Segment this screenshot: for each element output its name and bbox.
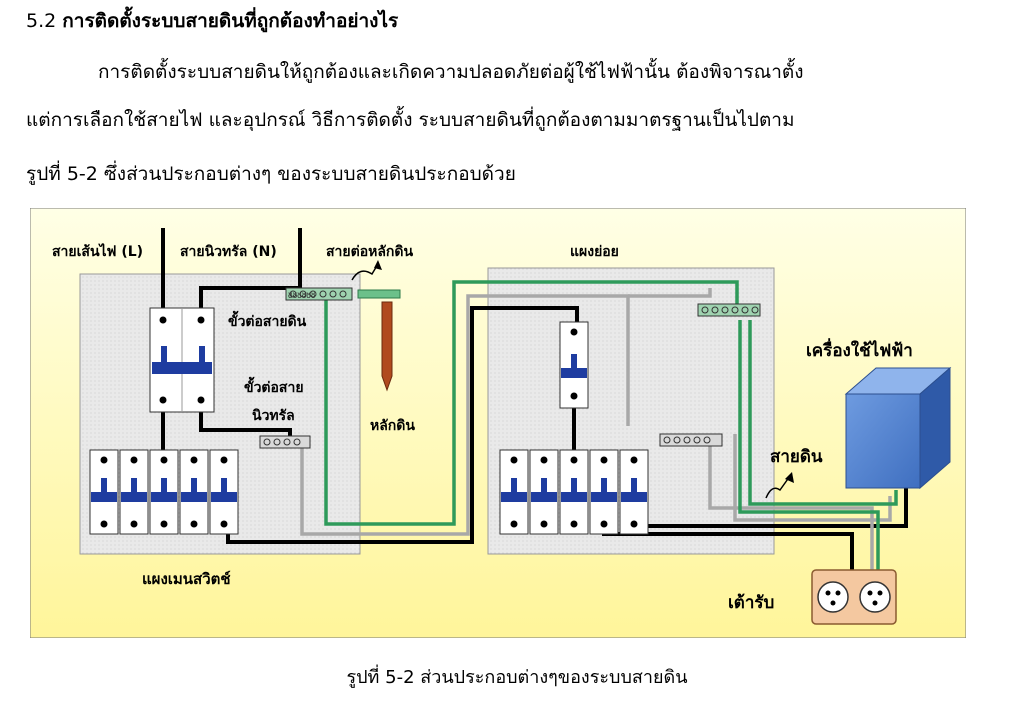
section-number: 5.2: [26, 10, 57, 32]
circuit-breaker: [499, 449, 529, 535]
ground-wire-arrow: [765, 475, 791, 499]
figure-caption: รูปที่ 5-2 ส่วนประกอบต่างๆของระบบสายดิน: [346, 667, 688, 688]
label-ground-rod-wire: สายต่อหลักดิน: [326, 244, 413, 260]
circuit-breaker: [559, 449, 589, 535]
label-sub-panel: แผงย่อย: [570, 244, 619, 260]
label-ground-wire: สายดิน: [770, 447, 823, 467]
grounding-diagram: ᴕᴕᴕᴕᴕᴕ: [29, 207, 967, 639]
neutral-wires: [300, 288, 892, 584]
circuit-breaker: [119, 449, 149, 535]
label-neutral-terminal-1: ขั้วต่อสาย: [244, 376, 304, 396]
section-heading: 5.2 การติดตั้งระบบสายดินที่ถูกต้องทำอย่า…: [26, 6, 398, 36]
label-outlet: เต้ารับ: [728, 593, 774, 613]
neutral-terminal-bar: [259, 435, 311, 449]
label-appliance: เครื่องใช้ไฟฟ้า: [806, 338, 913, 361]
circuit-breaker: [619, 449, 649, 535]
sub-neutral-terminal-bar: [659, 433, 723, 447]
appliance-box: [844, 366, 952, 490]
circuit-breaker: [209, 449, 239, 535]
circuit-breaker: [179, 449, 209, 535]
label-live-wire: สายเส้นไฟ (L): [52, 242, 143, 260]
ground-rod-shape: [381, 301, 393, 392]
main-breaker: [149, 307, 215, 413]
circuit-breaker: [589, 449, 619, 535]
label-neutral-terminal-2: นิวทรัล: [252, 408, 295, 424]
grounding-system-figure: ᴕᴕᴕᴕᴕᴕ: [29, 207, 967, 639]
section-title: การติดตั้งระบบสายดินที่ถูกต้องทำอย่างไร: [62, 10, 399, 32]
label-main-panel: แผงเมนสวิตช์: [142, 570, 231, 588]
circuit-breaker: [149, 449, 179, 535]
paragraph-line-2: แต่การเลือกใช้สายไฟ และอุปกรณ์ วิธีการติ…: [26, 109, 795, 131]
sub-ground-terminal-bar: [697, 303, 761, 317]
ground-rod-wire-arrow: [351, 263, 379, 281]
svg-text:ᴕᴕᴕᴕᴕᴕ: ᴕᴕᴕᴕᴕᴕ: [288, 290, 316, 301]
label-ground-terminal: ขั้วต่อสายดิน: [228, 310, 307, 330]
paragraph-line-3: รูปที่ 5-2 ซึ่งส่วนประกอบต่างๆ ของระบบสา…: [26, 163, 516, 185]
circuit-breaker: [529, 449, 559, 535]
circuit-breaker: [89, 449, 119, 535]
sub-branch-breakers: [499, 449, 649, 535]
main-branch-breakers: [89, 449, 239, 535]
outlet-device: [811, 569, 897, 625]
sub-main-breaker: [559, 321, 589, 409]
paragraph-line-1: การติดตั้งระบบสายดินให้ถูกต้องและเกิดควา…: [98, 61, 804, 83]
label-neutral-wire: สายนิวทรัล (N): [180, 244, 277, 260]
ground-rod-clamp: [357, 289, 401, 299]
label-ground-rod: หลักดิน: [370, 418, 415, 434]
